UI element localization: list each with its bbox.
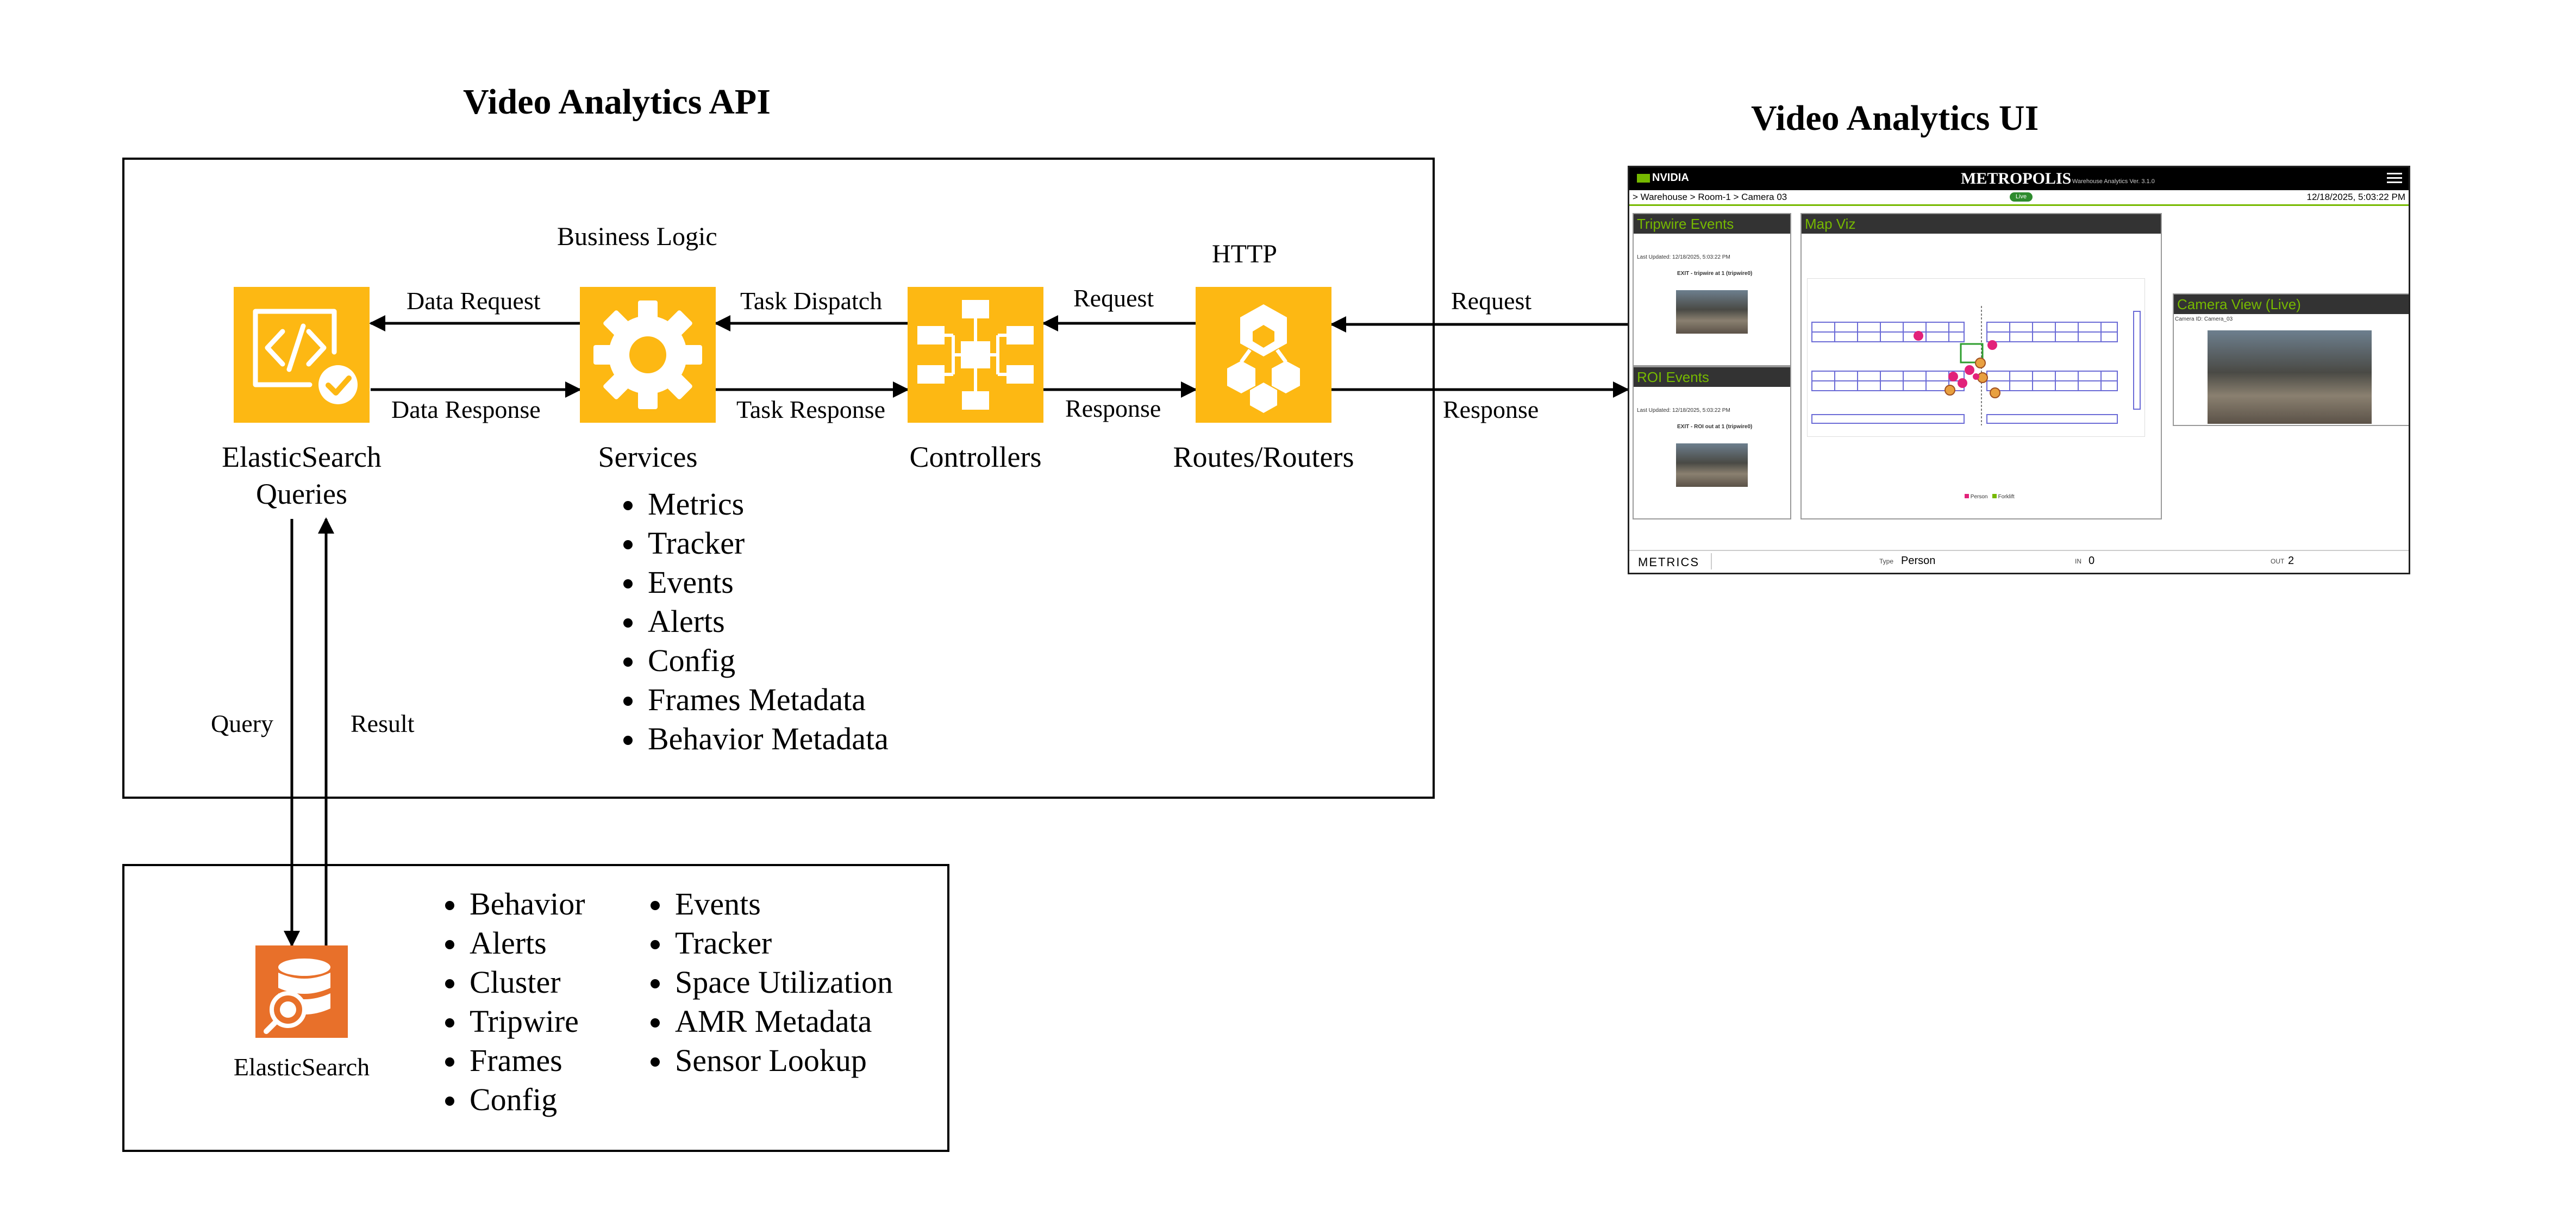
code-check-icon (234, 287, 370, 423)
es-index-item: Cluster (467, 963, 585, 1002)
gear-icon (580, 287, 716, 423)
services-list-item: Alerts (646, 602, 889, 641)
api-title: Video Analytics API (463, 82, 771, 122)
hamburger-menu-icon[interactable] (2387, 173, 2402, 186)
ui-app-title: METROPOLIS (1961, 170, 2072, 187)
roi-event-title: EXIT - ROI out at 1 (tripwire0) (1677, 424, 1753, 430)
metrics-in-key: IN (2075, 557, 2081, 565)
es-index-item: Config (467, 1080, 585, 1119)
camera-id: Camera ID: Camera_03 (2175, 316, 2233, 322)
routes-icon (1196, 287, 1331, 423)
label-request-inner: Request (1073, 284, 1154, 312)
es-index-list-right: EventsTrackerSpace UtilizationAMR Metada… (630, 885, 893, 1080)
map-legend: Person Forklift (1965, 494, 2015, 500)
database-search-icon (255, 945, 348, 1038)
metrics-label: METRICS (1638, 555, 1699, 569)
label-query: Query (211, 710, 273, 737)
camera-view-title: Camera View (Live) (2174, 295, 2409, 314)
tripwire-event-title: EXIT - tripwire at 1 (tripwire0) (1677, 271, 1753, 277)
ui-title: Video Analytics UI (1751, 98, 2039, 138)
label-services: Services (598, 441, 698, 473)
label-response-outer: Response (1443, 396, 1539, 423)
services-list: MetricsTrackerEventsAlertsConfigFrames M… (603, 485, 889, 759)
ui-datetime: 12/18/2025, 5:03:22 PM (2306, 192, 2405, 202)
metrics-type-value: Person (1901, 555, 1936, 567)
camera-live-feed[interactable] (2208, 330, 2372, 424)
label-data-request: Data Request (407, 287, 541, 315)
label-routes: Routes/Routers (1173, 441, 1354, 473)
ui-app-subtitle: Warehouse Analytics Ver. 3.1.0 (2072, 178, 2155, 185)
live-badge: Live (2010, 192, 2033, 202)
es-index-item: Events (673, 885, 893, 924)
map-viz-title: Map Viz (1802, 214, 2161, 234)
http-label: HTTP (1212, 240, 1277, 268)
label-data-response: Data Response (391, 396, 541, 423)
services-list-item: Behavior Metadata (646, 719, 889, 759)
services-list-item: Metrics (646, 485, 889, 524)
es-index-item: Alerts (467, 924, 585, 963)
ui-screenshot: NVIDIA METROPOLIS Warehouse Analytics Ve… (1628, 166, 2410, 574)
services-list-item: Tracker (646, 524, 889, 563)
tripwire-last-updated: Last Updated: 12/18/2025, 5:03:22 PM (1637, 254, 1730, 260)
ui-topbar: NVIDIA METROPOLIS Warehouse Analytics Ve… (1629, 167, 2409, 190)
nvidia-eye-icon (1637, 173, 1650, 183)
label-result: Result (351, 710, 415, 737)
metrics-out-key: OUT (2271, 557, 2285, 565)
map-viz-panel: Map Viz (1800, 213, 2162, 519)
legend-person-swatch (1965, 494, 1969, 498)
services-list-item: Frames Metadata (646, 680, 889, 719)
warehouse-map[interactable] (1807, 278, 2145, 437)
roi-last-updated: Last Updated: 12/18/2025, 5:03:22 PM (1637, 408, 1730, 414)
elasticsearch-container (122, 864, 949, 1152)
es-index-item: Tripwire (467, 1002, 585, 1041)
tripwire-events-panel: Tripwire Events Last Updated: 12/18/2025… (1633, 213, 1791, 366)
metrics-bar: METRICS Type Person IN 0 OUT 2 (1629, 550, 2409, 573)
label-elasticsearch: ElasticSearch (233, 1053, 370, 1081)
ui-breadcrumb-bar: > Warehouse > Room-1 > Camera 03 Live 12… (1629, 190, 2409, 206)
es-index-item: AMR Metadata (673, 1002, 893, 1041)
es-index-item: Behavior (467, 885, 585, 924)
label-controllers: Controllers (909, 441, 1042, 473)
label-request-outer: Request (1451, 287, 1532, 315)
es-index-item: Frames (467, 1041, 585, 1080)
metrics-out-value: 2 (2288, 555, 2294, 567)
roi-thumbnail[interactable] (1676, 443, 1748, 487)
es-index-item: Tracker (673, 924, 893, 963)
nvidia-logo: NVIDIA (1637, 172, 1689, 184)
business-logic-label: Business Logic (557, 222, 717, 251)
es-index-list-left: BehaviorAlertsClusterTripwireFramesConfi… (425, 885, 585, 1119)
es-index-item: Sensor Lookup (673, 1041, 893, 1080)
metrics-in-value: 0 (2089, 555, 2095, 567)
metrics-type-key: Type (1879, 557, 1894, 565)
legend-forklift-swatch (1992, 494, 1997, 498)
tripwire-thumbnail[interactable] (1676, 290, 1748, 334)
roi-events-title: ROI Events (1634, 367, 1790, 387)
metrics-divider (1711, 553, 1712, 569)
api-container (122, 158, 1435, 799)
tripwire-events-title: Tripwire Events (1634, 214, 1790, 234)
services-list-item: Events (646, 563, 889, 602)
ui-breadcrumb[interactable]: > Warehouse > Room-1 > Camera 03 (1633, 192, 1787, 202)
services-list-item: Config (646, 641, 889, 680)
label-task-response: Task Response (736, 396, 886, 423)
roi-events-panel: ROI Events Last Updated: 12/18/2025, 5:0… (1633, 366, 1791, 519)
label-response-inner: Response (1065, 394, 1161, 422)
label-task-dispatch: Task Dispatch (740, 287, 883, 315)
label-es-queries: ElasticSearch Queries (222, 441, 382, 510)
camera-view-panel: Camera View (Live) Camera ID: Camera_03 (2173, 293, 2409, 426)
es-index-item: Space Utilization (673, 963, 893, 1002)
network-hub-icon (908, 287, 1043, 423)
